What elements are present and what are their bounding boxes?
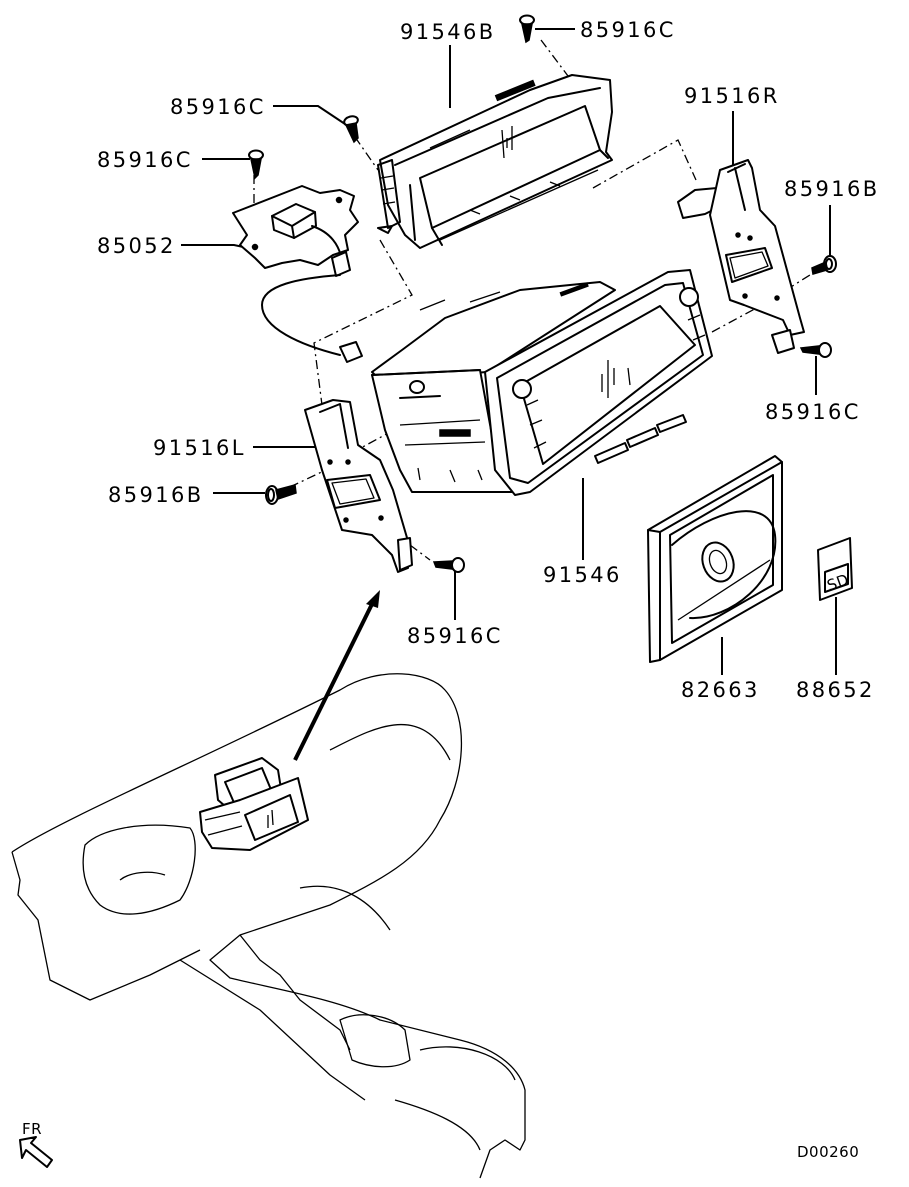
bracket-right-91516R[interactable] xyxy=(677,159,805,354)
screw-85916C-top xyxy=(519,14,535,44)
bolt-85916B-left xyxy=(265,484,297,505)
fr-label: FR xyxy=(22,1120,42,1138)
front-direction-indicator: FR xyxy=(19,1120,53,1168)
label-85916C-right[interactable]: 85916C xyxy=(765,400,861,424)
front-arrow-icon xyxy=(19,1136,53,1168)
installation-arrow xyxy=(293,590,380,761)
label-85916C-bottom[interactable]: 85916C xyxy=(407,624,503,648)
label-85052[interactable]: 85052 xyxy=(97,234,176,258)
disc-82663[interactable] xyxy=(647,455,783,663)
screw-85916C-left xyxy=(248,149,264,180)
screw-85916C-bottom xyxy=(432,557,465,573)
label-85916C-upper-left[interactable]: 85916C xyxy=(170,95,266,119)
label-91546B[interactable]: 91546B xyxy=(400,20,496,44)
label-91516L[interactable]: 91516L xyxy=(153,436,246,460)
bracket-left-91516L[interactable] xyxy=(304,399,413,573)
bolt-85916B-right xyxy=(811,255,837,275)
label-88652[interactable]: 88652 xyxy=(796,678,875,702)
screw-85916C-right xyxy=(799,342,832,358)
label-85916C-top[interactable]: 85916C xyxy=(580,18,676,42)
navigation-main-unit-91546[interactable] xyxy=(371,269,713,496)
dashboard-outline xyxy=(11,673,526,1179)
label-85916B-left[interactable]: 85916B xyxy=(108,483,204,507)
figure-code: D00260 xyxy=(797,1143,859,1161)
label-91516R[interactable]: 91516R xyxy=(684,84,780,108)
label-85916B-right[interactable]: 85916B xyxy=(784,177,880,201)
leader-lines xyxy=(181,28,837,675)
label-82663[interactable]: 82663 xyxy=(681,678,760,702)
sd-card-88652[interactable]: SD xyxy=(817,537,853,601)
antenna-bracket-85052[interactable] xyxy=(232,185,363,363)
installed-unit-thumbnail xyxy=(199,757,309,851)
screw-85916C-upper-left xyxy=(343,115,359,144)
upper-display-unit-91546B[interactable] xyxy=(377,74,613,249)
label-85916C-left[interactable]: 85916C xyxy=(97,148,193,172)
label-91546[interactable]: 91546 xyxy=(543,563,622,587)
